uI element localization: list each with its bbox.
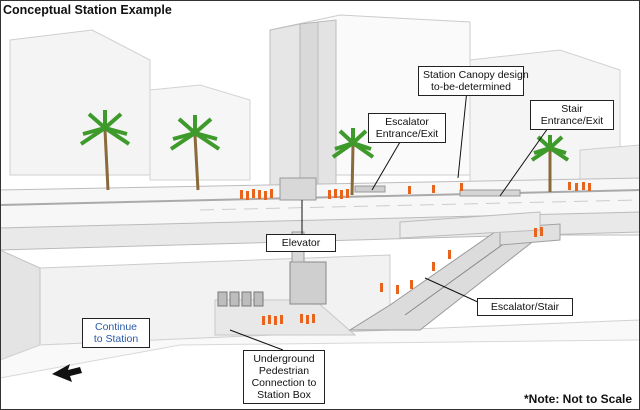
label-line: Connection to (251, 377, 317, 389)
label-line: Stair (561, 103, 583, 115)
palm-tree (331, 128, 375, 196)
label-line: Station Canopy design (423, 69, 529, 81)
palm-tree (79, 110, 131, 191)
curb-line (0, 189, 640, 206)
scale-note: *Note: Not to Scale (523, 392, 632, 406)
turnstile (217, 291, 228, 307)
pedestrian-group (380, 227, 543, 294)
pedestrian-group (408, 183, 463, 194)
tower-column-1 (269, 23, 301, 186)
palm-tree (530, 135, 570, 192)
diagram-title: Conceptual Station Example (3, 3, 172, 17)
palm-tree (169, 115, 221, 191)
label-underground-connection: Underground Pedestrian Connection to Sta… (243, 350, 325, 404)
label-line: to Station (93, 333, 139, 345)
direction-arrow-icon (52, 364, 82, 382)
label-line: to-be-determined (431, 81, 511, 93)
label-stair-entrance: Stair Entrance/Exit (530, 100, 614, 130)
turnstile (253, 291, 264, 307)
building-left (9, 29, 151, 176)
pedestrian-group (328, 189, 349, 199)
elevator-shaft-lower (289, 261, 327, 305)
pedestrian-group (568, 182, 591, 191)
label-station-canopy: Station Canopy design to-be-determined (418, 66, 529, 96)
label-line: Escalator (385, 116, 429, 128)
label-line: Entrance/Exit (375, 128, 439, 140)
label-line: Station Box (257, 389, 311, 401)
label-line: Entrance/Exit (540, 115, 604, 127)
tower-column-2 (299, 21, 319, 186)
label-continue-to-station: Continue to Station (82, 318, 150, 348)
pedestrian-group (240, 189, 273, 200)
concourse-left-wall (0, 249, 41, 361)
stair-opening (459, 189, 521, 197)
label-line: Pedestrian (258, 365, 310, 377)
platform (214, 299, 357, 336)
leader-line-stair (499, 127, 549, 197)
label-line: Continue (94, 321, 138, 333)
label-line: Underground (253, 353, 315, 365)
turnstile (229, 291, 240, 307)
leader-line-escalator (371, 141, 401, 191)
escalator-handrail (404, 231, 521, 316)
label-elevator: Elevator (266, 234, 336, 252)
escalator-opening (354, 185, 386, 193)
tower-column-3 (317, 19, 337, 186)
turnstile (241, 291, 252, 307)
leader-line-escalator-stair (424, 277, 481, 304)
leader-line-canopy (457, 79, 469, 179)
leader-line-underground (229, 329, 284, 351)
elevator-head-house (279, 177, 317, 201)
escalator-stair (348, 224, 547, 331)
label-escalator-entrance: Escalator Entrance/Exit (368, 113, 446, 143)
label-escalator-stair: Escalator/Stair (477, 298, 573, 316)
pedestrian-group (262, 314, 315, 325)
lane-marking (199, 199, 640, 211)
